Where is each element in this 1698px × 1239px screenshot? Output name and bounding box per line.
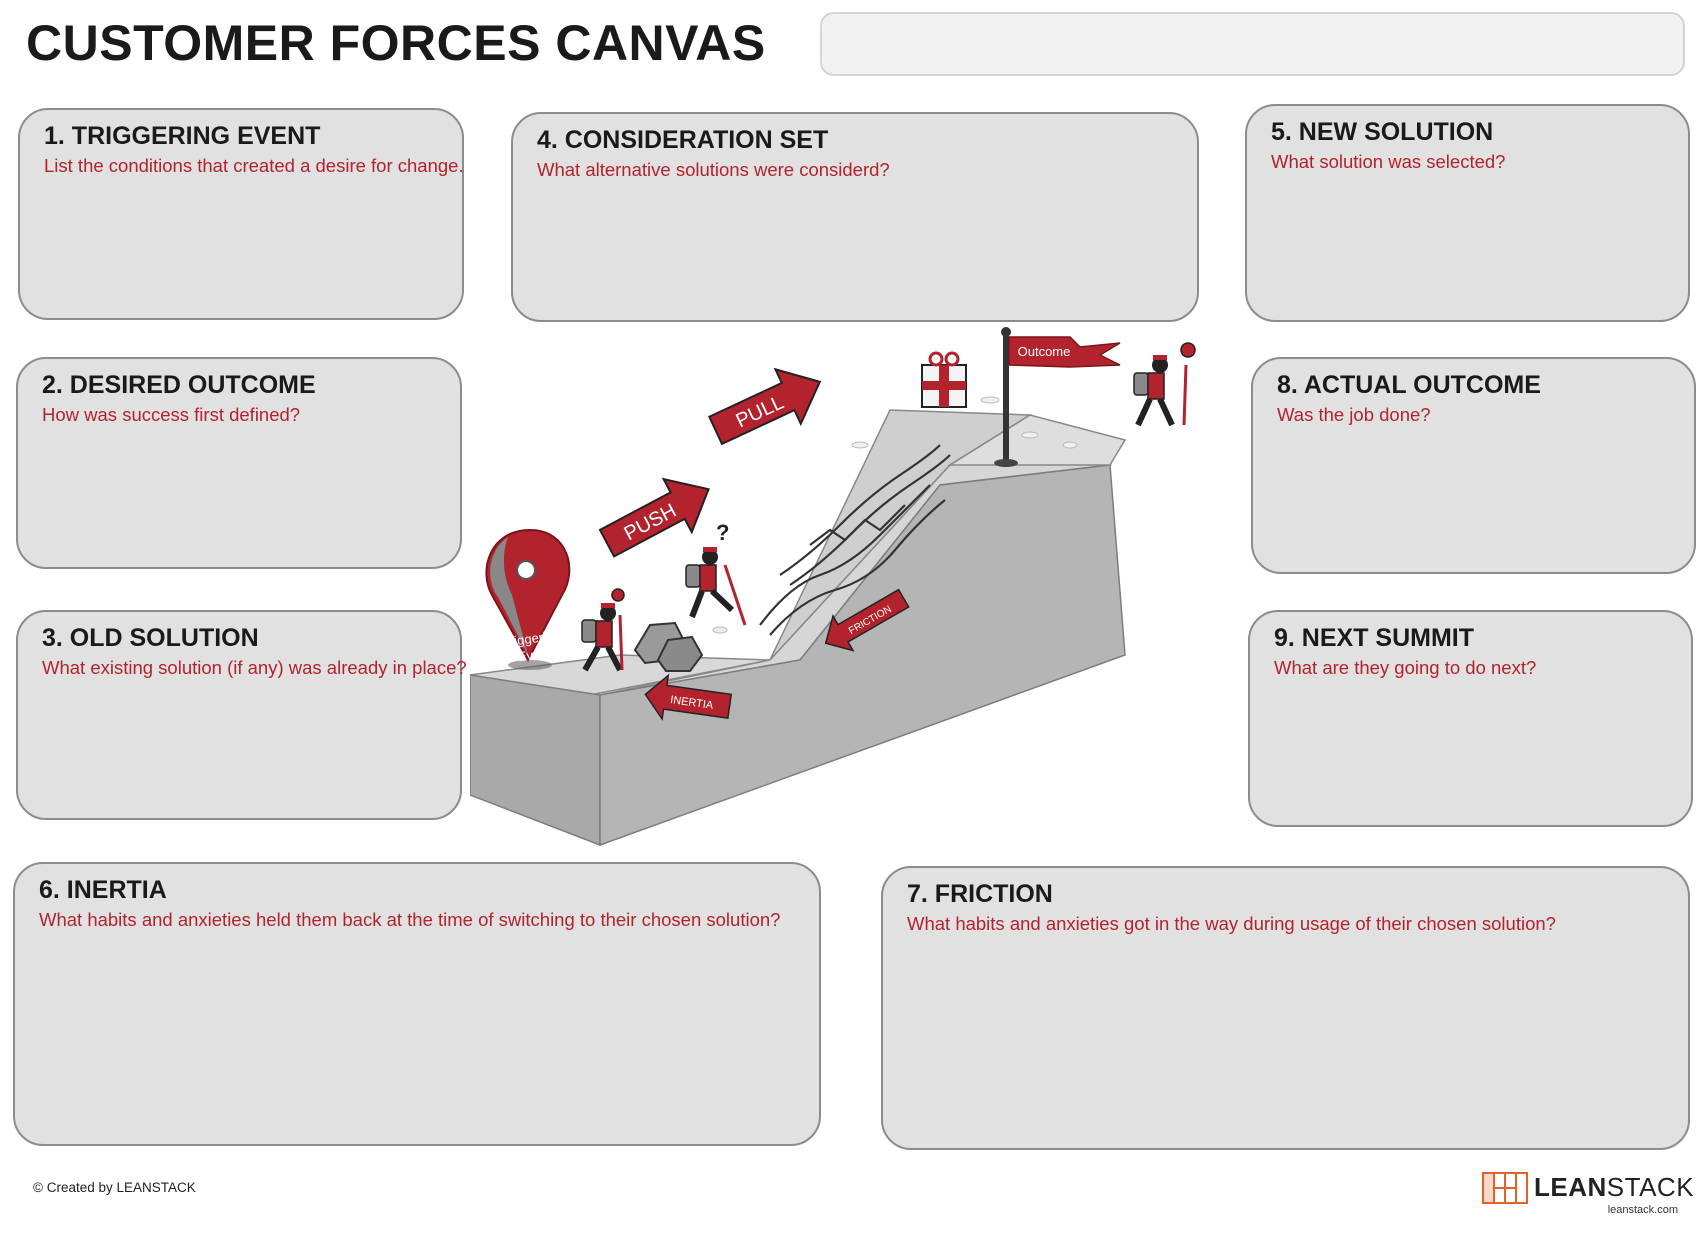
section-inertia[interactable]: 6. INERTIA What habits and anxieties hel… — [13, 862, 821, 1146]
push-arrow-icon: PUSH — [598, 477, 710, 558]
hiker-figure-1 — [581, 588, 625, 672]
pin-label-line2: Event — [517, 645, 552, 665]
logo-url: leanstack.com — [1607, 1204, 1678, 1216]
section-prompt: What are they going to do next? — [1274, 657, 1537, 678]
rocks-icon — [633, 621, 704, 672]
logo-wordmark: LEANSTACK — [1534, 1172, 1694, 1203]
logo-wordmark-bold: LEAN — [1534, 1172, 1607, 1202]
section-prompt: What existing solution (if any) was alre… — [42, 657, 467, 678]
section-prompt: Was the job done? — [1277, 404, 1431, 425]
section-heading: 7. FRICTION — [907, 880, 1053, 908]
flag-label: Outcome — [1018, 344, 1071, 359]
section-prompt: What habits and anxieties got in the way… — [907, 913, 1556, 934]
section-heading: 3. OLD SOLUTION — [42, 624, 259, 652]
section-prompt: What habits and anxieties held them back… — [39, 909, 781, 930]
inertia-arrow-icon: INERTIA — [644, 673, 733, 722]
section-old-solution[interactable]: 3. OLD SOLUTION What existing solution (… — [16, 610, 467, 820]
section-prompt: What alternative solutions were consider… — [537, 159, 890, 180]
outcome-flag-icon: Outcome — [994, 327, 1121, 467]
section-triggering-event[interactable]: 1. TRIGGERING EVENT List the conditions … — [18, 108, 464, 320]
section-heading: 6. INERTIA — [39, 876, 167, 904]
section-new-solution[interactable]: 5. NEW SOLUTION What solution was select… — [1245, 104, 1690, 322]
section-prompt: What solution was selected? — [1271, 151, 1506, 172]
section-desired-outcome[interactable]: 2. DESIRED OUTCOME How was success first… — [16, 357, 462, 569]
section-heading: 1. TRIGGERING EVENT — [44, 122, 321, 150]
canvas-name-field[interactable] — [820, 12, 1685, 76]
section-consideration-set[interactable]: 4. CONSIDERATION SET What alternative so… — [511, 112, 1199, 322]
section-friction[interactable]: 7. FRICTION What habits and anxieties go… — [881, 866, 1690, 1150]
section-prompt: List the conditions that created a desir… — [44, 155, 464, 176]
pull-arrow-icon: PULL — [707, 367, 822, 446]
hiker-figure-2: ? — [685, 520, 747, 626]
location-pin-icon: Triggering Event — [485, 528, 571, 670]
section-heading: 8. ACTUAL OUTCOME — [1277, 371, 1541, 399]
page-title: CUSTOMER FORCES CANVAS — [26, 15, 766, 71]
section-heading: 2. DESIRED OUTCOME — [42, 371, 316, 399]
gift-icon — [921, 351, 967, 408]
section-heading: 5. NEW SOLUTION — [1271, 118, 1494, 146]
mountain-block — [470, 409, 1127, 847]
section-actual-outcome[interactable]: 8. ACTUAL OUTCOME Was the job done? — [1251, 357, 1696, 574]
hiker-figure-3 — [1133, 342, 1196, 427]
question-mark: ? — [716, 520, 729, 545]
section-heading: 9. NEXT SUMMIT — [1274, 624, 1475, 652]
footer-credit: © Created by LEANSTACK — [33, 1180, 196, 1195]
leanstack-logo-icon — [1482, 1172, 1528, 1204]
section-next-summit[interactable]: 9. NEXT SUMMIT What are they going to do… — [1248, 610, 1693, 827]
section-prompt: How was success first defined? — [42, 404, 301, 425]
maze-paths — [759, 444, 951, 636]
logo-wordmark-light: STACK — [1606, 1172, 1695, 1202]
section-heading: 4. CONSIDERATION SET — [537, 126, 829, 154]
journey-illustration: Triggering Event ? PUSH — [470, 327, 1196, 847]
leanstack-logo: LEANSTACK leanstack.com — [1482, 1168, 1694, 1218]
